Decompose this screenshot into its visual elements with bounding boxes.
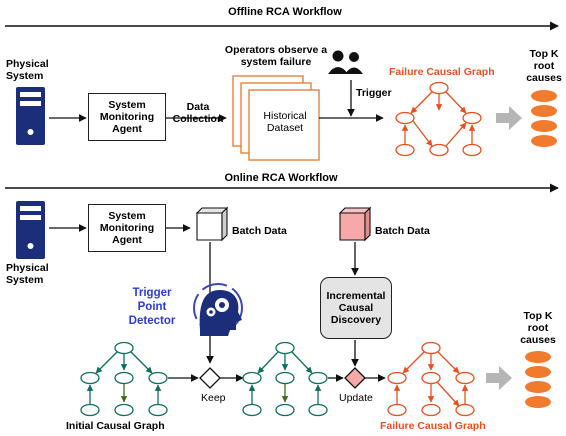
offline-top-k-label: Top K root causes [526,48,562,84]
operators-icon [328,50,363,74]
batch-data-label: Batch Data [232,225,287,237]
batch-data-cube [338,206,372,242]
kept-causal-graph [242,341,328,417]
trigger-label: Trigger [356,87,392,99]
historical-dataset-label: Historical Dataset [263,110,307,134]
update-diamond [344,367,366,389]
rank-arrow [496,106,522,130]
rank-arrow [486,366,512,390]
server-icon [16,87,45,145]
dataset-stack [232,75,320,161]
physical-system-label: Physical System [6,262,49,286]
batch-data-label: Batch Data [375,225,430,237]
keep-diamond [199,367,221,389]
online-failure-graph-label: Failure Causal Graph [380,420,486,432]
physical-system-label: Physical System [6,58,49,82]
batch-data-cube [195,206,229,242]
online-title: Online RCA Workflow [224,172,338,184]
top-k-list [531,90,557,147]
online-failure-graph [387,341,475,417]
monitoring-agent-box: System Monitoring Agent [88,204,166,252]
online-top-k-label: Top K root causes [520,310,556,346]
offline-failure-graph-label: Failure Causal Graph [389,66,495,78]
data-collection-label: Data Collection [172,101,224,125]
offline-title: Offline RCA Workflow [228,6,342,18]
monitoring-agent-box: System Monitoring Agent [88,93,166,141]
top-k-list [525,351,551,408]
operators-note: Operators observe a system failure [224,44,328,68]
server-icon [16,201,45,259]
initial-causal-graph [80,341,168,417]
keep-label: Keep [201,392,226,404]
brain-gear-icon [193,283,243,336]
offline-failure-graph [395,81,482,157]
update-label: Update [339,392,373,404]
initial-graph-label: Initial Causal Graph [66,420,165,432]
trigger-detector-label: Trigger Point Detector [128,287,176,327]
incremental-discovery-box: Incremental Causal Discovery [320,277,392,339]
